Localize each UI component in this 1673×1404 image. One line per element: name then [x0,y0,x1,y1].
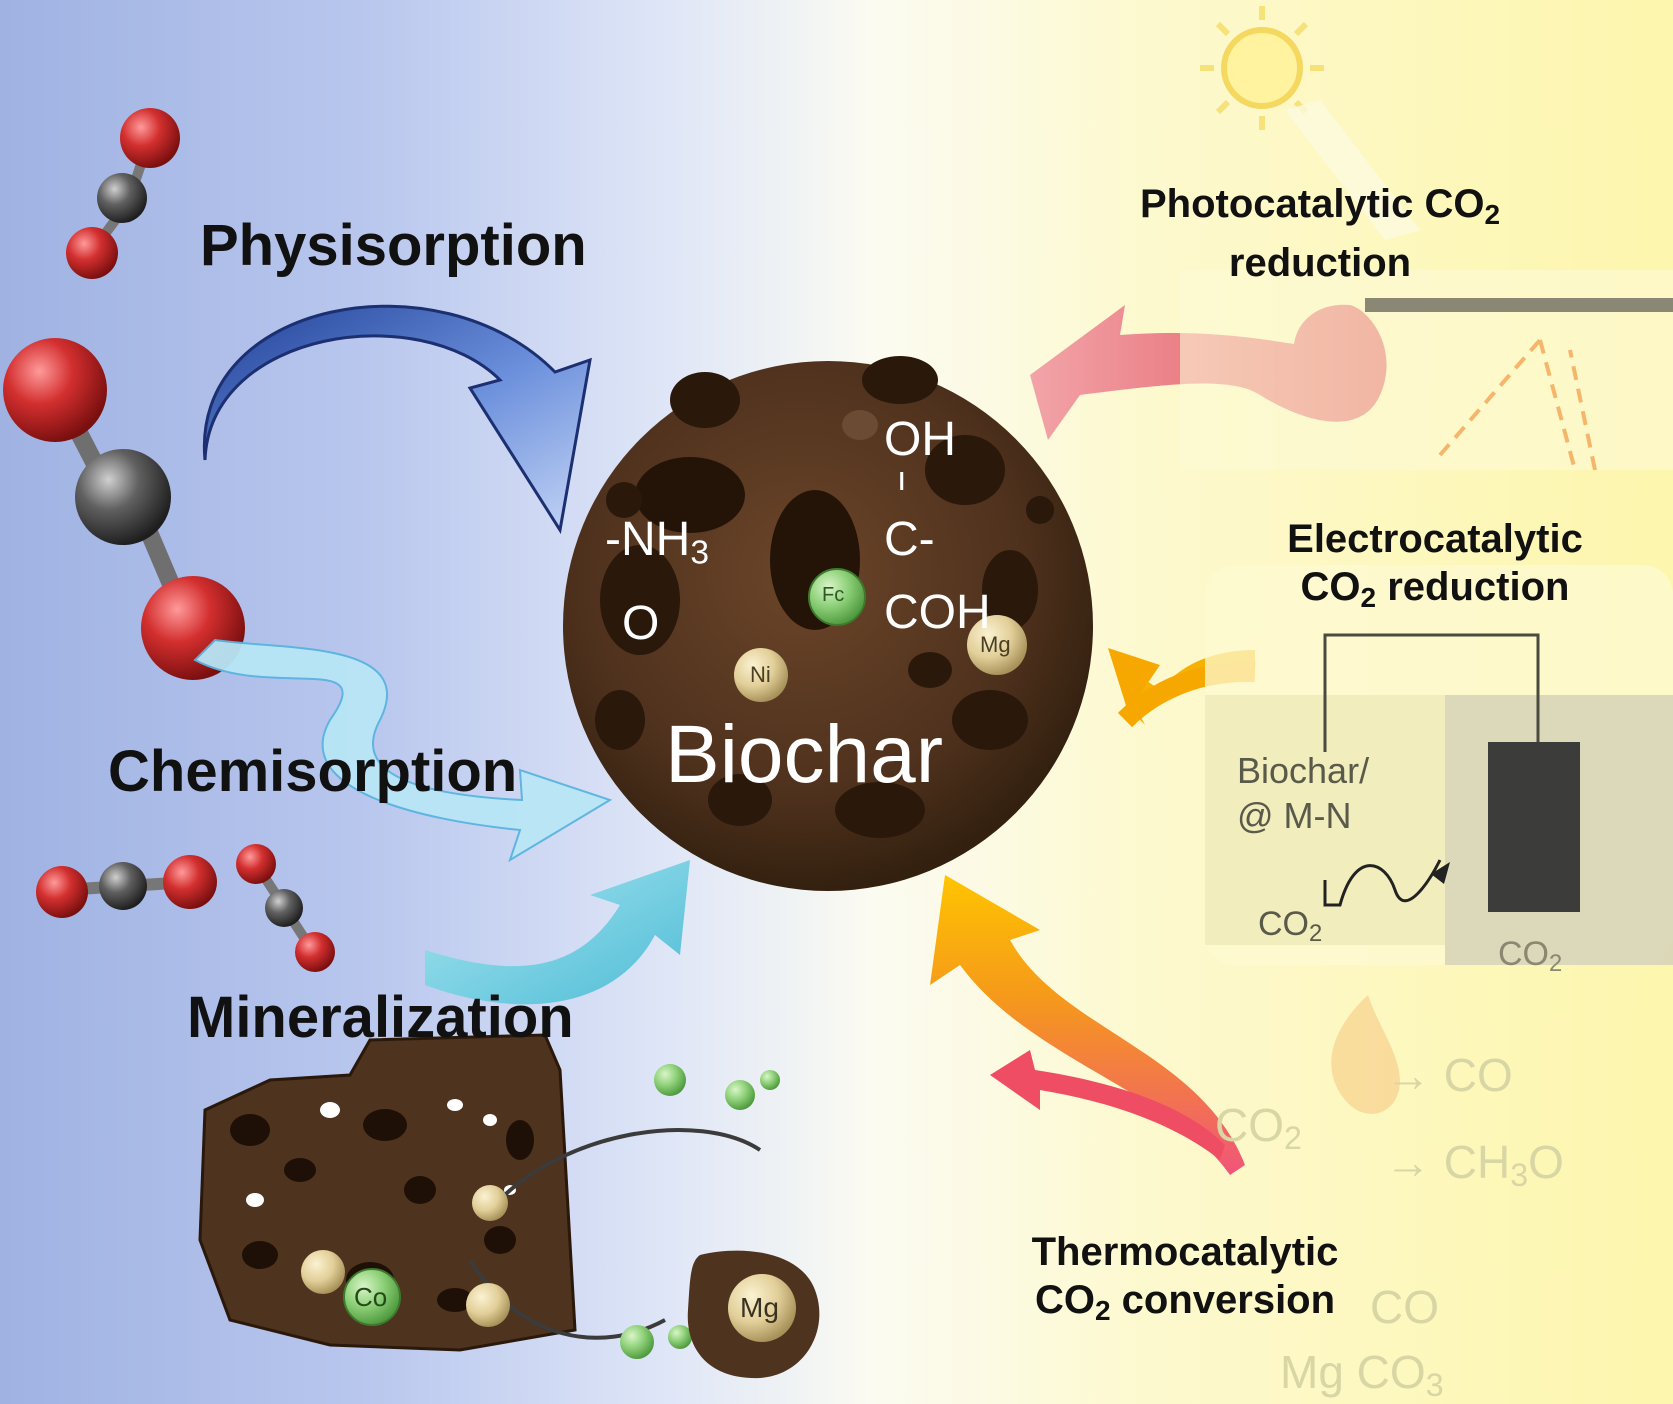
cell-line2: @ M-N [1237,795,1352,836]
c-group: C- [884,513,935,566]
thermo-ch3o: → CH3O [1385,1136,1564,1194]
cell-co2-left: CO2 [1258,905,1323,947]
physisorption-arrow [202,304,592,535]
electrocatalytic-label: Electrocatalytic CO2 reduction [1287,517,1583,613]
mineral-biochar-block [198,1033,577,1352]
ni-label: Ni [750,662,771,687]
fe-particle [808,568,866,626]
biochar-title: Biochar [665,709,944,800]
co2-molecule-icon [66,108,180,279]
ni-particle [734,648,788,702]
oh-group: OH [884,413,956,466]
nh3-group: -NH3 [605,513,709,572]
mineralization-arrow [425,860,690,1005]
chemisorption-arrow [193,638,613,863]
mg-particle-small [728,1274,796,1342]
biochar-particle [563,356,1093,891]
mg-label: Mg [980,632,1011,657]
mg-label-small: Mg [740,1292,779,1323]
chemisorption-label: Chemisorption [108,739,518,804]
thermo-co: → CO [1385,1049,1513,1101]
thermo-co2: CO2 [1215,1099,1302,1157]
mg-particle [967,615,1027,675]
thermo-co-line: CO [1370,1281,1439,1333]
co2-molecule-icon [3,338,245,680]
o-group: O [622,597,660,650]
co-label: Co [354,1282,388,1312]
thermocatalytic-arrow [930,875,1245,1175]
co-particle [343,1268,401,1326]
photocatalytic-label: Photocatalytic CO2 reduction [1139,182,1501,285]
flame-icon [1331,995,1400,1114]
fe-label: Fc [822,584,845,606]
thermocatalytic-arrow-small [990,1050,1225,1160]
cell-co2-right: CO2 [1498,935,1563,977]
thermo-mgco3: Mg CO3 [1280,1346,1444,1404]
physisorption-label: Physisorption [200,213,587,278]
co2-molecule-icon [36,855,217,918]
cell-line1: Biochar/ [1237,750,1370,791]
coh-group: COH [884,586,991,639]
co2-molecule-icon [236,844,335,972]
bond-tick: ı [897,460,907,498]
mineralization-label: Mineralization [187,985,574,1050]
thermocatalytic-label: Thermocatalytic CO2 conversion [1031,1230,1339,1326]
